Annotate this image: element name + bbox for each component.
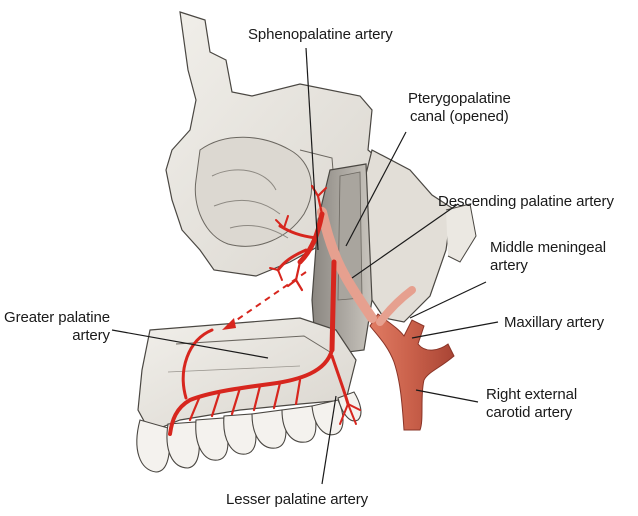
- leader-greater-palatine: [111, 329, 269, 359]
- label-sphenopalatine-artery: Sphenopalatine artery: [248, 26, 393, 44]
- descending-palatine-artery: [317, 207, 416, 353]
- leader-lesser-palatine: [321, 395, 337, 485]
- label-greater-palatine-artery: Greater palatine artery: [4, 309, 110, 345]
- label-pterygopalatine-canal: Pterygopalatine canal (opened): [408, 90, 511, 126]
- label-line: Middle meningeal: [490, 239, 606, 256]
- label-descending-palatine-artery: Descending palatine artery: [438, 193, 614, 211]
- label-line: artery: [72, 327, 110, 344]
- label-line: Right external: [486, 386, 578, 403]
- leader-maxillary: [411, 321, 499, 339]
- label-line: Pterygopalatine: [408, 90, 511, 107]
- greater-palatine-route-dashed: [227, 271, 307, 327]
- leader-lines: [111, 47, 499, 485]
- label-line: Maxillary artery: [504, 314, 605, 331]
- teeth: [136, 391, 362, 473]
- label-middle-meningeal-artery: Middle meningeal artery: [490, 239, 606, 275]
- label-maxillary-artery: Maxillary artery: [504, 314, 604, 332]
- label-line: canal (opened): [410, 108, 509, 125]
- label-line: Greater palatine: [4, 309, 110, 326]
- leader-pterygopalatine: [345, 131, 407, 247]
- leader-descending: [351, 203, 459, 279]
- lesser-palatine-artery: [330, 354, 361, 425]
- label-line: artery: [490, 257, 528, 274]
- greater-palatine-artery: [168, 328, 334, 436]
- label-line: Descending palatine artery: [438, 193, 614, 210]
- sphenopalatine-artery: [269, 184, 328, 292]
- label-lesser-palatine-artery: Lesser palatine artery: [226, 491, 368, 509]
- label-right-external-carotid-artery: Right external carotid artery: [486, 386, 577, 422]
- leader-carotid: [415, 389, 479, 403]
- sphenoid-region: [349, 149, 477, 323]
- leader-middle-meningeal: [409, 281, 487, 319]
- label-line: carotid artery: [486, 404, 573, 421]
- label-line: Lesser palatine artery: [226, 491, 369, 508]
- label-line: Sphenopalatine artery: [248, 26, 393, 43]
- route-arrowhead-icon: [222, 318, 236, 330]
- external-carotid-artery: [369, 313, 455, 431]
- leader-sphenopalatine: [305, 47, 319, 251]
